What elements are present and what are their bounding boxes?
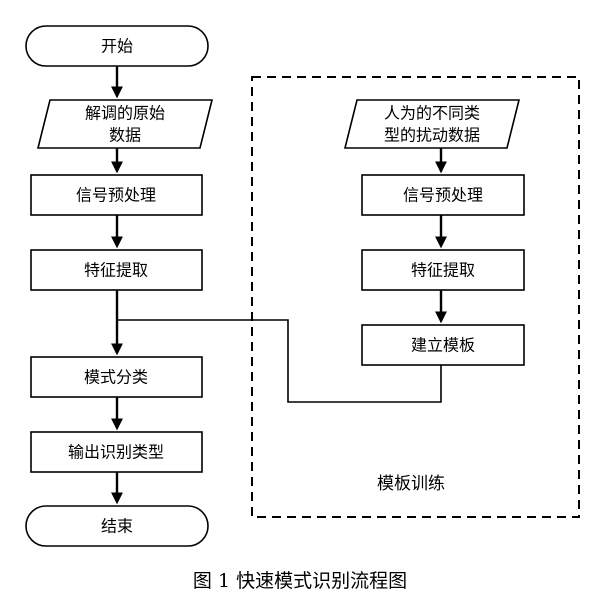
raw-data-input-line1: 解调的原始: [85, 104, 165, 123]
training-feature-box: [361, 249, 525, 291]
end-label: 结束: [101, 517, 133, 536]
training-group-boundary: [251, 76, 580, 518]
pattern-classify-box: [30, 356, 203, 398]
disturbance-data-line2: 型的扰动数据: [384, 126, 480, 145]
preprocess-label: 信号预处理: [76, 186, 156, 205]
figure-caption: 图 1 快速模式识别流程图: [193, 570, 407, 592]
training-preprocess-box: [361, 174, 525, 216]
training-feature-label: 特征提取: [411, 261, 475, 280]
build-template-label: 建立模板: [411, 336, 475, 355]
training-preprocess-label: 信号预处理: [403, 186, 483, 205]
build-template-box: [361, 324, 525, 366]
disturbance-data-line1: 人为的不同类: [384, 104, 480, 123]
end-terminator: [25, 505, 209, 547]
output-type-label: 输出识别类型: [68, 443, 164, 462]
raw-data-input: [36, 99, 214, 149]
start-label: 开始: [101, 37, 133, 56]
training-group-label: 模板训练: [377, 474, 445, 494]
template-connector-line: [117, 319, 442, 403]
feature-extraction-label: 特征提取: [84, 261, 148, 280]
pattern-classify-label: 模式分类: [84, 368, 148, 387]
disturbance-data-input: [343, 99, 521, 149]
raw-data-input-line2: 数据: [109, 126, 141, 145]
